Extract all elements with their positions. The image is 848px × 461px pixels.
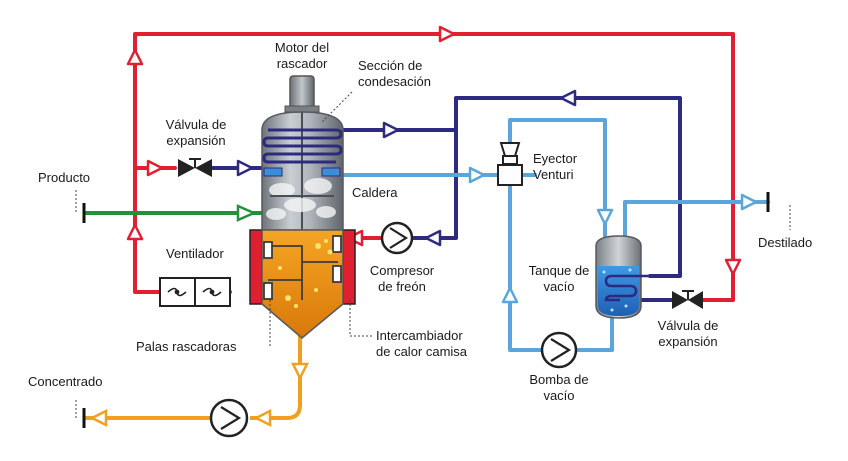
evaporator-vessel [249,75,356,339]
label-distillate: Destilado [758,235,812,250]
condensing-coil [262,128,343,164]
cold-flow-arrows [236,89,577,247]
scraper-blades [263,235,342,300]
venturi-ejector [497,142,523,186]
vacuum-tank [595,235,650,319]
label-scraper-blades: Palas rascadoras [136,339,237,354]
hot-flow-arrows [126,25,742,276]
label-fan: Ventilador [166,246,224,261]
scraper-motor [289,75,315,111]
label-concentrate: Concentrado [28,374,102,389]
label-boiler: Caldera [352,185,398,200]
fan-units [159,277,231,307]
label-product: Producto [38,170,90,185]
vacuum-flow-arrows [468,166,758,304]
vapor [266,178,336,220]
vacuum-lines [341,118,770,352]
freon-compressor [380,221,414,255]
jacket-heat-exchanger [249,229,263,305]
expansion-valve-left [178,158,212,177]
product-line [82,203,262,223]
concentrate-pump [209,398,249,438]
leader-lines [75,91,791,418]
concentrate-line [82,334,310,428]
product-bubbles [278,239,333,308]
vacuum-pump [540,331,578,369]
expansion-valve-right [672,290,703,309]
